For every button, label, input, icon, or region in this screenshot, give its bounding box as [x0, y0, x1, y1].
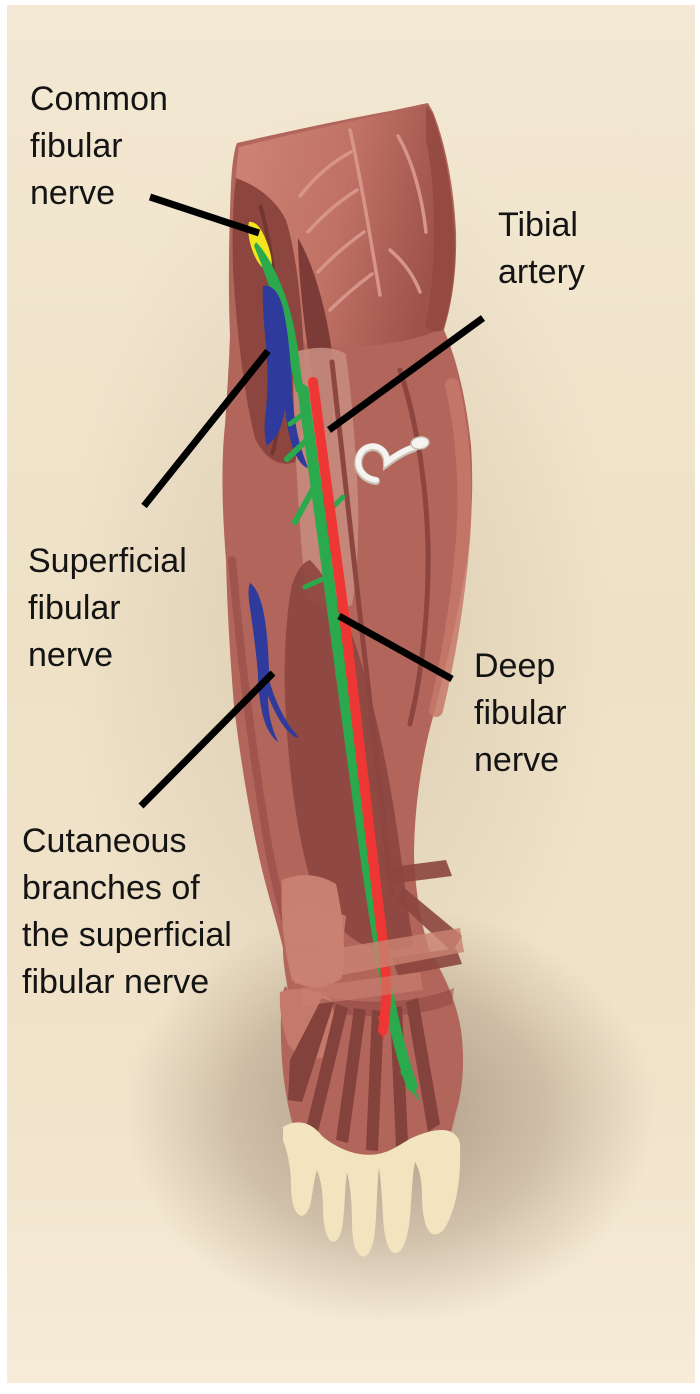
label-tibial-artery: Tibial artery — [498, 206, 585, 291]
label-superficial-fibular-nerve: Superficial fibular nerve — [28, 542, 187, 674]
leader-tibial-artery — [326, 315, 486, 433]
leader-lines — [138, 193, 486, 809]
thigh-lateral-shade — [425, 106, 456, 332]
cutaneous-branches-shape — [248, 583, 299, 742]
deep-fibular-tip — [400, 1066, 421, 1103]
leader-common-fibular — [148, 193, 261, 237]
surgical-hook-icon — [354, 436, 430, 485]
label-common-fibular-nerve: Common fibular nerve — [30, 80, 168, 212]
lateral-highlight-strip — [429, 378, 472, 717]
label-deep-fibular-nerve: Deep fibular nerve — [474, 647, 567, 779]
leader-cutaneous-branches — [138, 670, 276, 809]
label-cutaneous-branches: Cutaneous branches of the superficial fi… — [22, 822, 232, 1001]
tibial-artery-tip — [378, 1016, 389, 1041]
leader-superficial-fibular — [141, 348, 271, 509]
toes-skin — [283, 1122, 461, 1257]
thigh-vein-lines — [298, 128, 428, 312]
retinaculum-bands — [284, 908, 464, 1006]
leader-deep-fibular — [337, 612, 454, 683]
superficial-fibular-nerve-shape — [262, 285, 308, 468]
